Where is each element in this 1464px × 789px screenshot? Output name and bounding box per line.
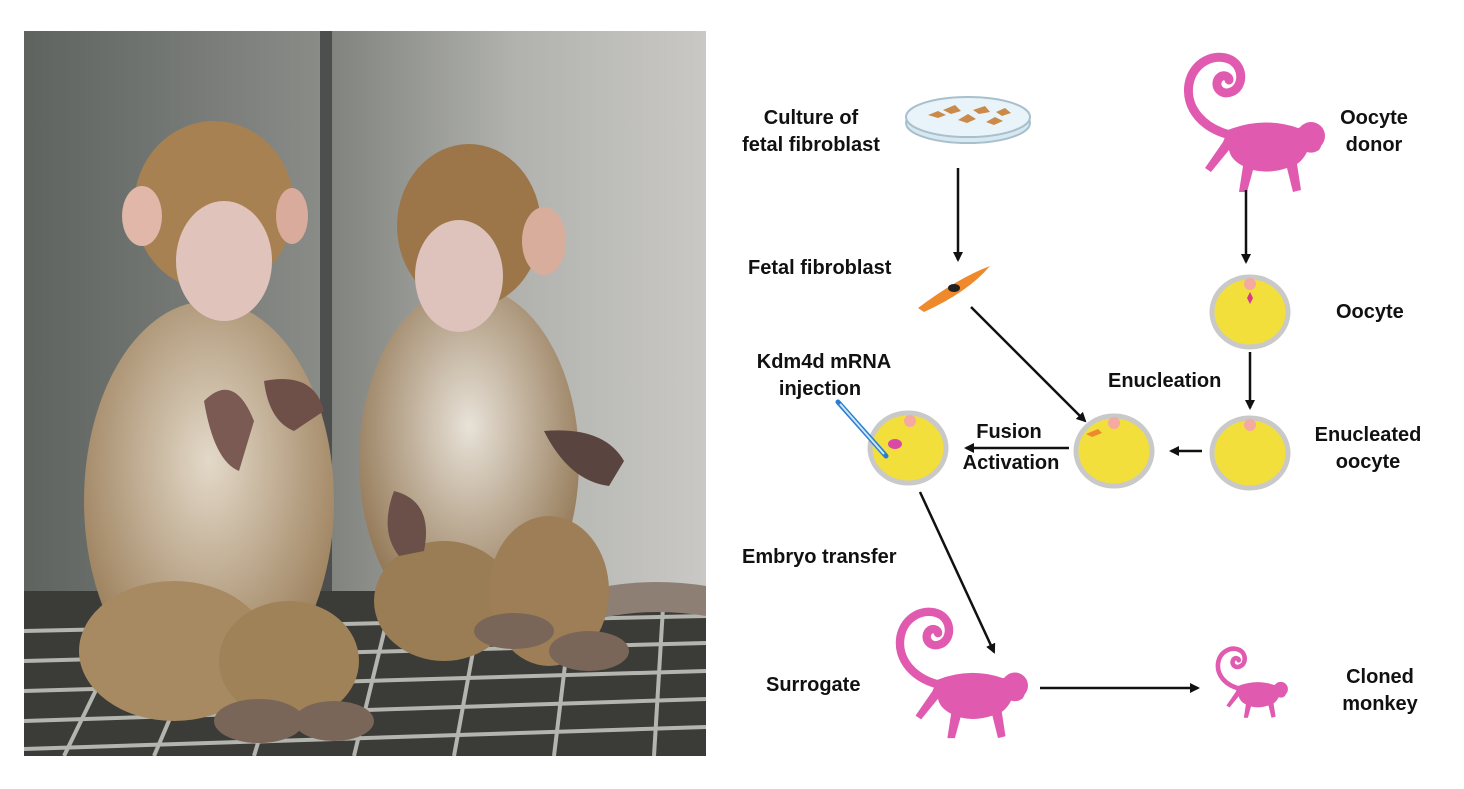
enucleated-label-line2: oocyte — [1335, 451, 1401, 473]
cloning-diagram: Culture of fetal fibroblast Oocyte donor… — [728, 30, 1436, 754]
culture-label-line2: fetal fibroblast — [742, 134, 880, 156]
culture-label-line1: Culture of — [763, 107, 859, 129]
fetal-fibroblast-label: Fetal fibroblast — [748, 257, 892, 279]
cloned-monkey-icon — [1218, 649, 1288, 718]
activation-label: Activation — [962, 452, 1060, 474]
fusion-label: Fusion — [976, 421, 1042, 443]
surrogate-label: Surrogate — [766, 674, 861, 696]
enucleated-label-line1: Enucleated — [1314, 424, 1422, 446]
fibroblast-cell-icon — [918, 266, 990, 312]
kdm4d-label-line2: injection — [778, 378, 862, 400]
oocyte-icon — [1209, 274, 1291, 350]
enucleated-oocyte-icon — [1209, 415, 1291, 491]
right-macaque — [359, 144, 629, 671]
arrow-embryo-to-surrogate — [918, 491, 996, 654]
oocyte-donor-label-line2: donor — [1345, 134, 1403, 156]
reconstructed-oocyte-icon — [1073, 413, 1155, 489]
monkeys-photo-illustration — [24, 31, 706, 756]
embryo-transfer-label: Embryo transfer — [742, 546, 897, 568]
oocyte-label: Oocyte — [1336, 301, 1404, 323]
injected-embryo-icon — [835, 399, 949, 486]
diagram-graphics — [835, 30, 1436, 754]
monkeys-photo — [24, 31, 706, 756]
cloned-label-line1: Cloned — [1346, 666, 1414, 688]
tail — [584, 582, 706, 621]
enucleation-label: Enucleation — [1108, 370, 1222, 392]
cloned-label-line2: monkey — [1342, 693, 1418, 715]
left-macaque — [79, 121, 374, 743]
oocyte-donor-label-line1: Oocyte — [1340, 107, 1408, 129]
arrow-fibroblast-to-reconstructed — [970, 306, 1087, 423]
kdm4d-label-line1: Kdm4d mRNA — [756, 351, 892, 373]
workflow-arrows — [918, 168, 1255, 693]
surrogate-monkey-icon — [900, 612, 1028, 738]
petri-dish-icon — [905, 96, 1031, 144]
oocyte-donor-monkey-icon — [1188, 57, 1325, 192]
